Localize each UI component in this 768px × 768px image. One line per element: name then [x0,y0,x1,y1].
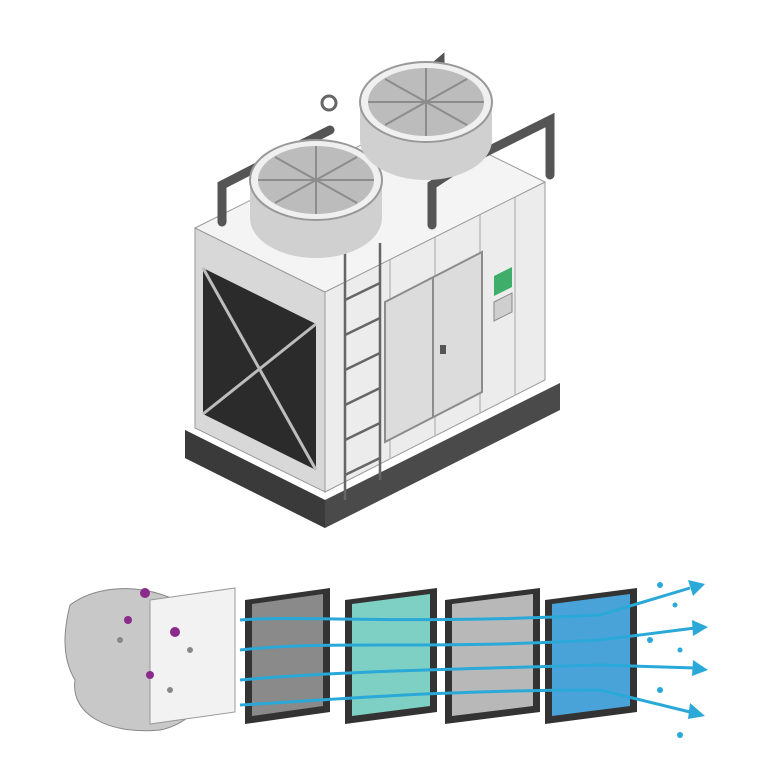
filter-antibacterial [345,588,437,724]
fan-right [359,61,493,180]
airflow-arrows [239,586,696,714]
valve-icon [320,94,338,112]
filter-carbon [245,588,330,724]
control-display [494,267,512,296]
ladder [343,243,382,500]
filter-prefilter [149,587,236,725]
clean-air-particles [647,582,683,738]
door-handle-icon [440,345,446,354]
cooling-tower [185,52,560,528]
filter-stages [64,580,708,738]
contaminant-particles [124,588,180,679]
arrowhead-icon [688,580,708,719]
filter-hepa [445,588,540,724]
fan-left [249,139,383,258]
